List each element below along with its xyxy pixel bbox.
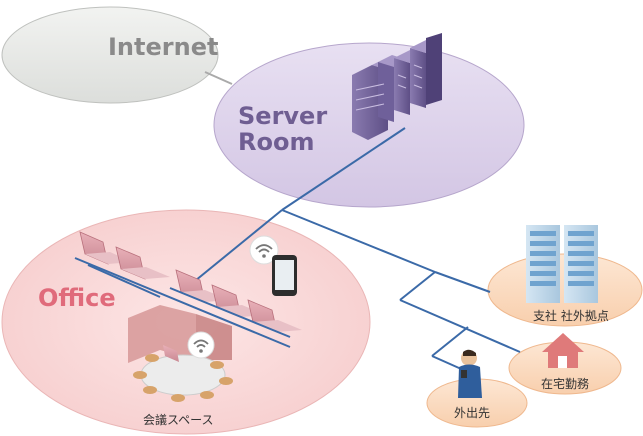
server-rack-icon	[352, 33, 442, 140]
wifi-icon	[187, 331, 215, 359]
branch-office-label: 支社 社外拠点	[533, 309, 609, 323]
wifi-icon	[249, 235, 279, 265]
internet-zone	[1, 6, 219, 104]
outside-location-label: 外出先	[454, 406, 491, 420]
server-room-label-line2: Room	[238, 128, 315, 156]
work-from-home-label: 在宅勤務	[541, 377, 590, 391]
laptop-icon	[115, 246, 170, 280]
office-desk-line	[169, 287, 291, 338]
server-room-label-line1: Server	[238, 102, 328, 130]
smartphone-icon	[272, 255, 297, 296]
meeting-space-label: 会議スペース	[143, 413, 214, 427]
internet-label: Internet	[108, 33, 219, 61]
server-room-label: Server Room	[238, 103, 327, 155]
office-building-icon	[526, 225, 598, 303]
internet-link	[204, 71, 233, 85]
person-icon	[458, 349, 482, 398]
house-icon	[542, 333, 584, 368]
network-lines	[74, 127, 521, 373]
office-label: Office	[38, 284, 116, 312]
